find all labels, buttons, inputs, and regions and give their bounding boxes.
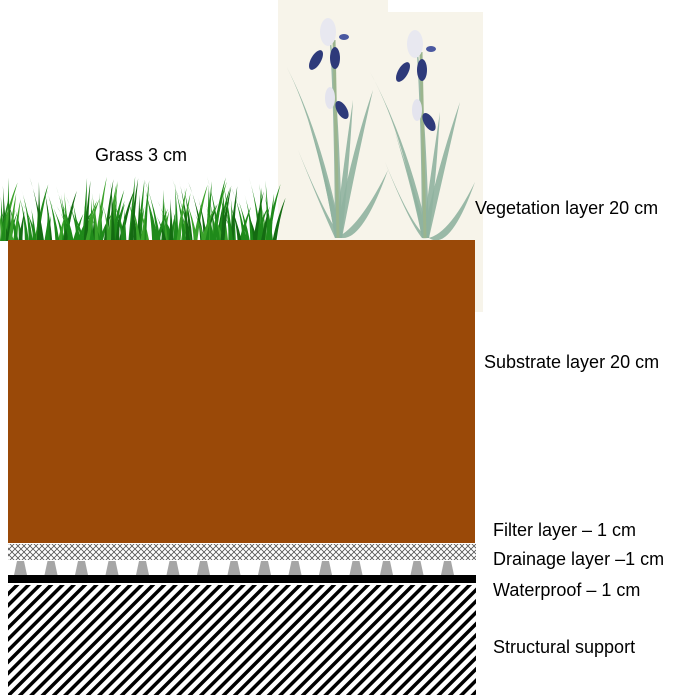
filter-layer — [8, 544, 476, 560]
drainage-cone — [197, 561, 210, 575]
substrate-layer-label: Substrate layer 20 cm — [484, 352, 660, 372]
drainage-cone — [441, 561, 454, 575]
drainage-layer-label: Drainage layer –1 cm — [493, 549, 665, 569]
iris-plant — [283, 18, 388, 239]
drainage-cone — [136, 561, 149, 575]
drainage-cone — [258, 561, 271, 575]
drainage-cone — [14, 561, 27, 575]
structural-support-label: Structural support — [493, 637, 636, 657]
iris-plant — [370, 30, 475, 241]
waterproof-label: Waterproof – 1 cm — [493, 580, 641, 600]
structural-support-layer — [8, 585, 476, 695]
waterproof-layer — [8, 575, 476, 583]
grass-label: Grass 3 cm — [95, 145, 188, 165]
drainage-cone — [288, 561, 302, 575]
drainage-cone — [380, 561, 393, 575]
substrate-layer — [8, 240, 475, 543]
drainage-cone — [105, 561, 119, 575]
drainage-layer — [14, 561, 454, 575]
filter-layer-label: Filter layer – 1 cm — [493, 520, 637, 540]
drainage-cone — [44, 561, 58, 575]
drainage-cone — [349, 561, 363, 575]
drainage-cone — [410, 561, 424, 575]
drainage-cone — [166, 561, 180, 575]
vegetation-layer-label: Vegetation layer 20 cm — [475, 198, 659, 218]
drainage-cone — [227, 561, 241, 575]
drainage-cone — [75, 561, 88, 575]
grass-image — [0, 176, 286, 241]
drainage-cone — [319, 561, 332, 575]
